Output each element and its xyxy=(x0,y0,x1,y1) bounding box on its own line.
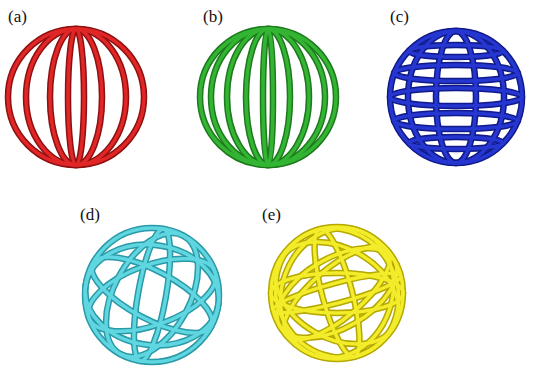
panel-label: (c) xyxy=(390,8,409,25)
wire-shadow xyxy=(252,206,422,369)
red-sphere xyxy=(8,29,144,165)
panel-label: (d) xyxy=(80,206,100,223)
green-sphere xyxy=(200,29,336,165)
wire-highlight xyxy=(79,218,226,369)
wire-highlight xyxy=(200,29,336,165)
wire-shadow xyxy=(200,29,336,165)
cyan-sphere xyxy=(79,218,226,369)
panel-label: (e) xyxy=(262,206,281,223)
wire-highlight xyxy=(390,31,522,163)
wire-highlight xyxy=(8,29,144,165)
panel-label: (b) xyxy=(203,8,223,25)
wire-highlight xyxy=(252,206,422,369)
panel-label: (a) xyxy=(8,8,27,25)
blue-sphere xyxy=(390,31,522,163)
wire-shadow xyxy=(390,31,522,163)
wire-shadow xyxy=(79,218,226,369)
yellow-sphere xyxy=(252,206,422,369)
wire-shadow xyxy=(8,29,144,165)
